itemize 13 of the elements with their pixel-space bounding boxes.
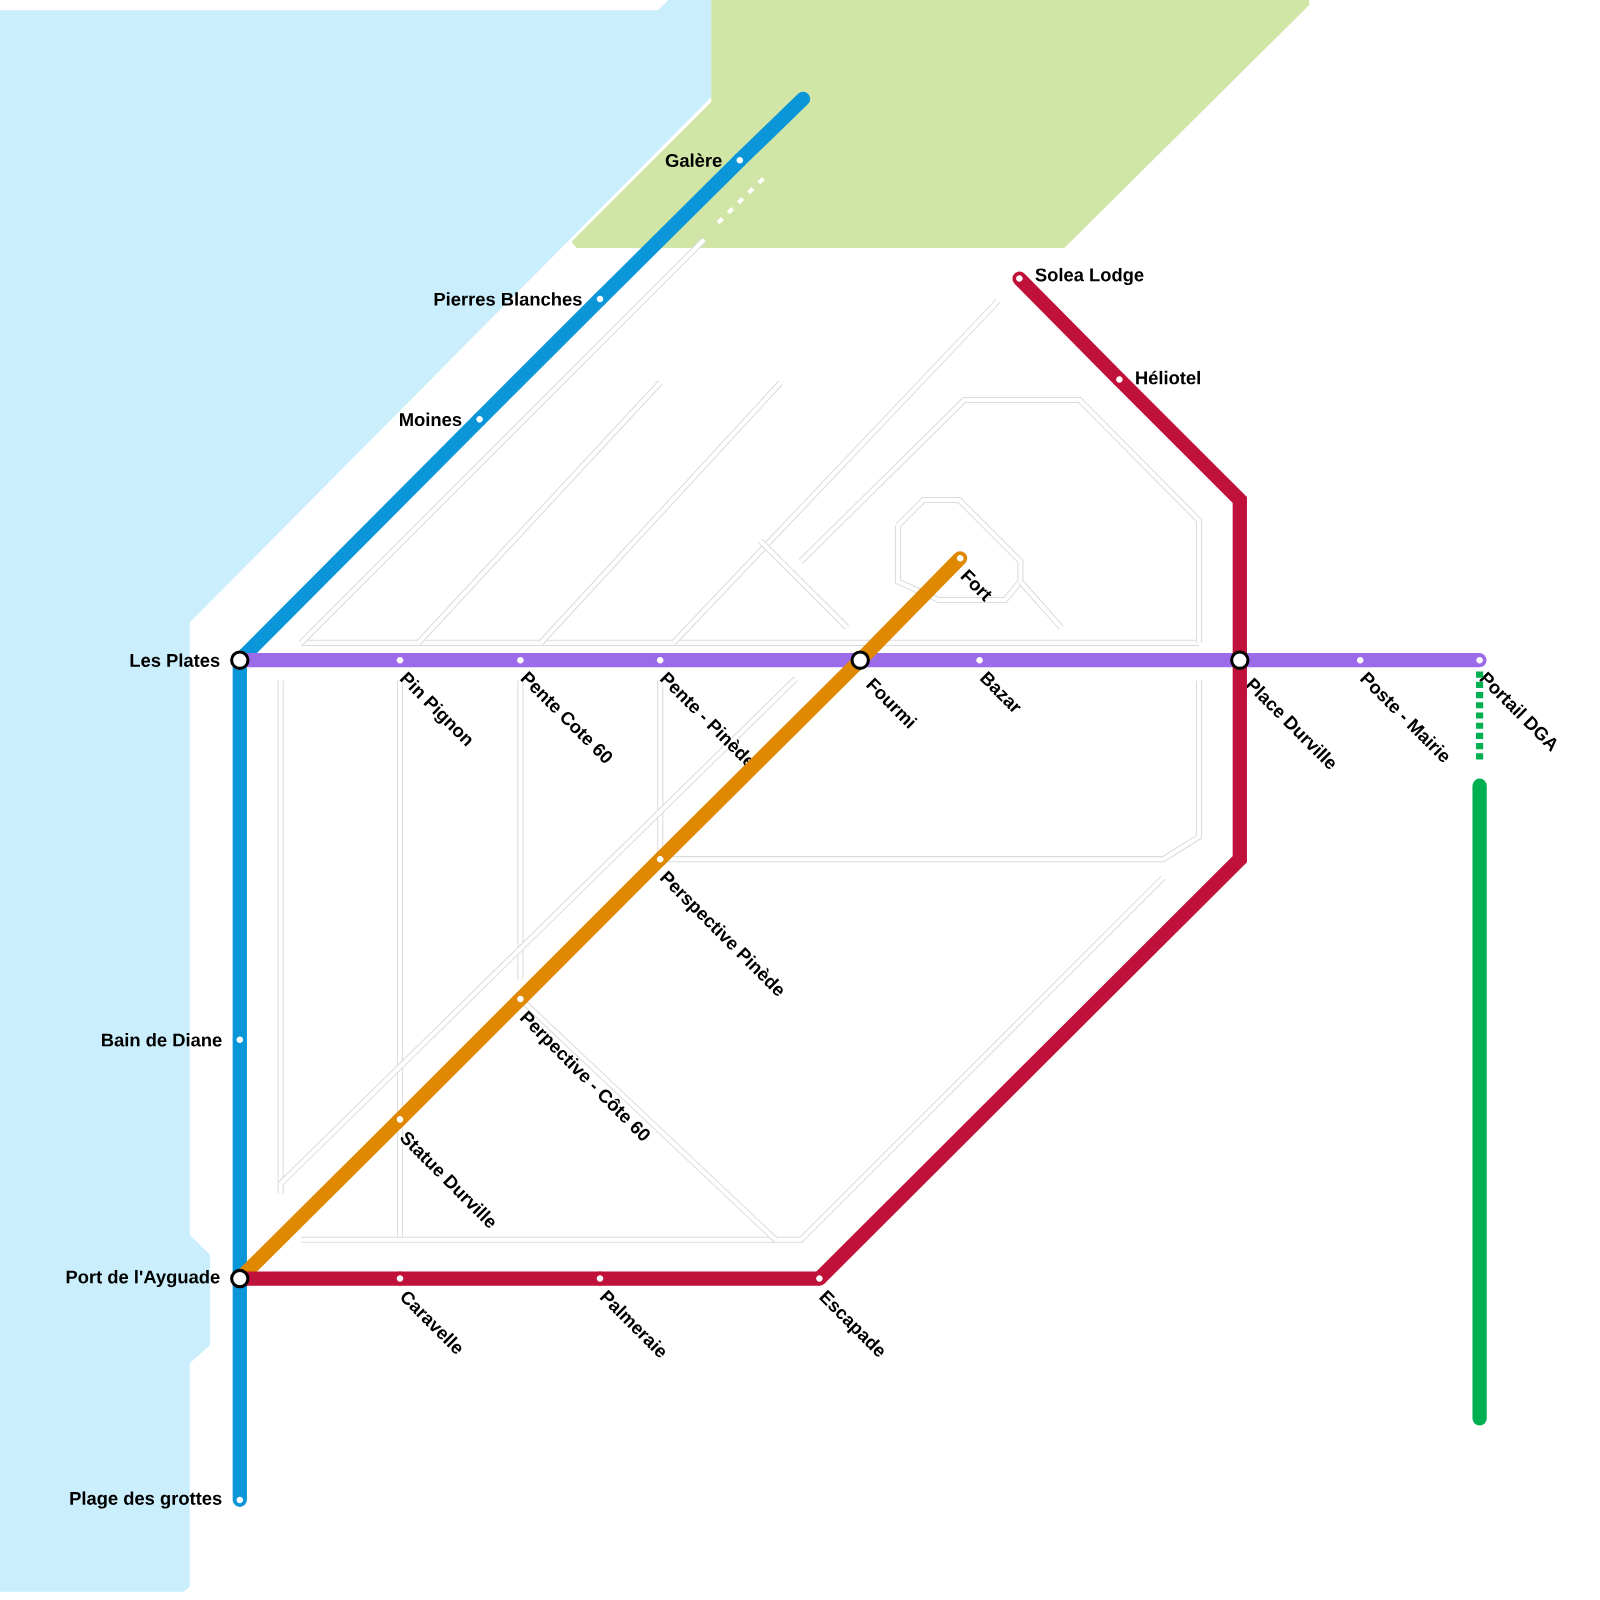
station-label: Pierres Blanches: [434, 292, 582, 306]
interchange-circle: [850, 650, 870, 670]
station-label: Galère: [665, 153, 722, 167]
station-label: Port de l'Ayguade: [66, 1269, 220, 1288]
station-label: Héliotel: [1136, 370, 1200, 385]
station-label: Moines: [400, 412, 462, 427]
interchange-circle: [230, 1268, 250, 1289]
station-label: Plage des grottes: [70, 1491, 222, 1509]
station-label: Bain de Diane: [102, 1033, 222, 1047]
station-label: Solea Lodge: [1035, 267, 1144, 286]
station-label: Les Plates: [130, 653, 220, 667]
interchange-circle: [1230, 650, 1250, 670]
interchange-circle: [230, 650, 250, 670]
